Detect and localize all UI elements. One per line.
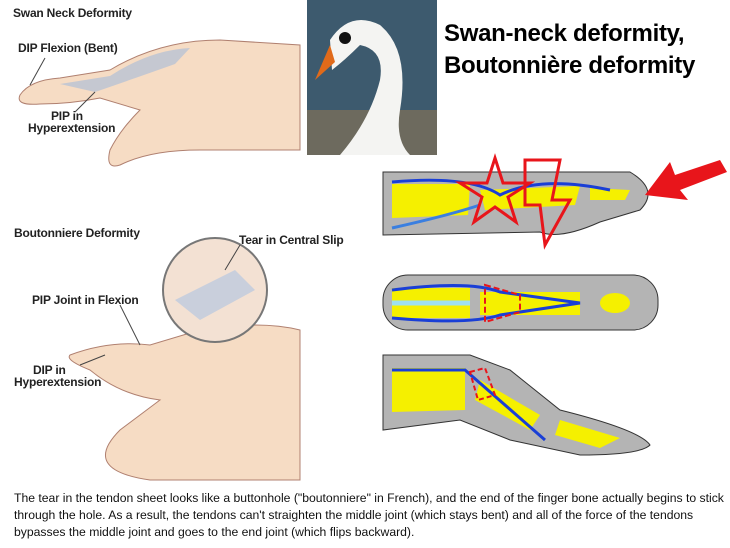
- swan-neck-pip-label-line1: PIP in: [51, 109, 83, 123]
- title-line-2: Boutonnière deformity: [444, 52, 696, 79]
- red-arrow-icon: [645, 160, 727, 200]
- slide-title: Swan-neck deformity, Boutonnière deformi…: [444, 18, 695, 82]
- swan-neck-hand-illustration: [18, 39, 301, 167]
- finger-diagram-normal: [382, 274, 659, 331]
- swan-neck-heading: Swan Neck Deformity: [13, 6, 132, 20]
- swan-neck-pip-label-line2: Hyperextension: [28, 121, 116, 135]
- finger-diagram-swan-neck: [382, 153, 727, 250]
- boutonniere-hand-illustration: [68, 237, 301, 481]
- boutonniere-heading: Boutonniere Deformity: [14, 226, 140, 240]
- boutonniere-pip-label: PIP Joint in Flexion: [32, 293, 139, 307]
- boutonniere-dip-label-line2: Hyperextension: [14, 375, 102, 389]
- boutonniere-tear-label: Tear in Central Slip: [239, 233, 344, 247]
- finger-diagram-boutonniere: [382, 354, 651, 456]
- caption-text: The tear in the tendon sheet looks like …: [14, 491, 724, 539]
- boutonniere-dip-label-line1: DIP in: [33, 363, 66, 377]
- title-line-1: Swan-neck deformity,: [444, 20, 685, 47]
- swan-neck-dip-label: DIP Flexion (Bent): [18, 41, 118, 55]
- swan-photo: [307, 0, 437, 155]
